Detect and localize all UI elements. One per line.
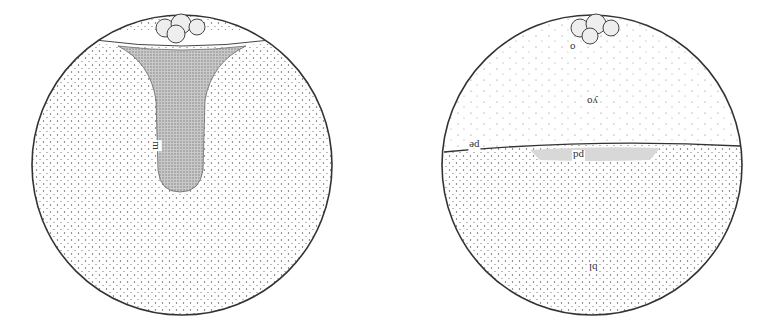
part-label: pe <box>468 140 480 151</box>
part-label: m <box>151 140 162 151</box>
part-label: yo <box>586 96 599 107</box>
part-label: bl <box>588 262 599 273</box>
part-label: o <box>569 42 577 53</box>
part-label: pd <box>572 150 585 161</box>
